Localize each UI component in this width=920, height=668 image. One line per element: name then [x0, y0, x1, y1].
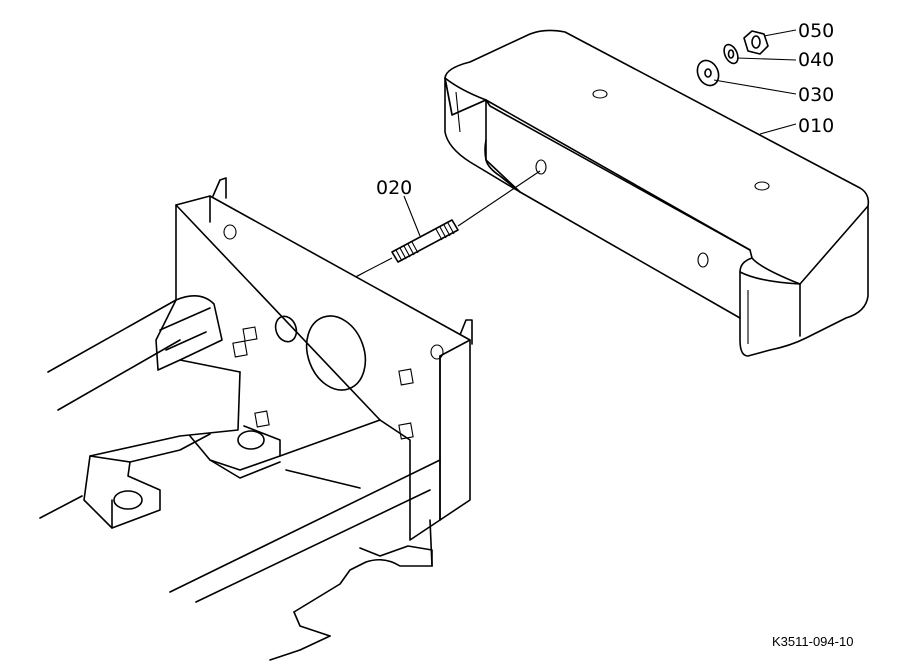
- leader-lines: [403, 29, 797, 237]
- stud-bolt-020[interactable]: [391, 219, 459, 263]
- reference-code: K3511-094-10: [772, 634, 853, 649]
- washer-030[interactable]: [693, 57, 722, 89]
- front-frame-bracket: [39, 177, 473, 661]
- label-040: 040: [798, 49, 834, 71]
- label-050: 050: [798, 20, 834, 42]
- lock-washer-040[interactable]: [721, 42, 740, 65]
- nut-050[interactable]: [743, 30, 769, 55]
- label-010: 010: [798, 115, 834, 137]
- label-030: 030: [798, 84, 834, 106]
- front-weight-010[interactable]: [444, 29, 870, 357]
- label-020: 020: [376, 177, 412, 199]
